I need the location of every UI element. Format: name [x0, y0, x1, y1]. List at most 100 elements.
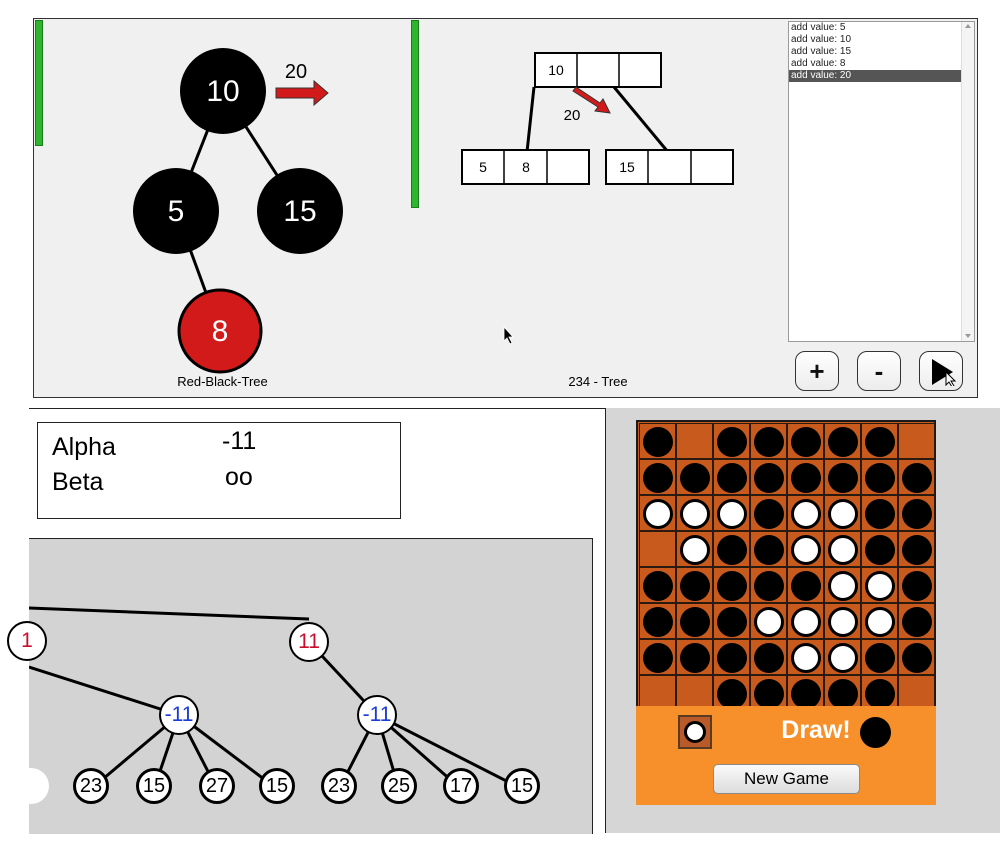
svg-text:8: 8	[212, 315, 229, 348]
board-cell[interactable]	[824, 531, 861, 567]
black-disc	[865, 427, 895, 457]
log-item[interactable]: add value: 20	[789, 70, 974, 82]
board-cell[interactable]	[824, 603, 861, 639]
board-cell[interactable]	[787, 675, 824, 711]
game-tree-node: 11	[289, 622, 329, 662]
board-cell[interactable]	[713, 675, 750, 711]
board-cell[interactable]	[787, 459, 824, 495]
board-cell[interactable]	[824, 567, 861, 603]
board-cell[interactable]	[713, 423, 750, 459]
new-game-button[interactable]: New Game	[713, 764, 860, 794]
rb-tree-panel: 10 5 15 8 20 Red-Black-Tree	[33, 18, 412, 398]
board-cell[interactable]	[898, 531, 935, 567]
board-cell[interactable]	[861, 567, 898, 603]
board-cell[interactable]	[898, 603, 935, 639]
board-cell[interactable]	[750, 567, 787, 603]
board-cell[interactable]	[676, 495, 713, 531]
board-cell[interactable]	[861, 531, 898, 567]
board-cell[interactable]	[639, 423, 676, 459]
board-cell[interactable]	[861, 459, 898, 495]
black-disc	[717, 571, 747, 601]
board-cell[interactable]	[639, 459, 676, 495]
board-cell[interactable]	[787, 639, 824, 675]
board-cell[interactable]	[861, 639, 898, 675]
board-cell[interactable]	[676, 423, 713, 459]
remove-button[interactable]: -	[857, 351, 901, 391]
log-item[interactable]: add value: 10	[791, 34, 852, 45]
board-cell[interactable]	[639, 639, 676, 675]
othello-board[interactable]	[636, 420, 936, 711]
svg-text:15: 15	[283, 195, 316, 228]
play-button[interactable]	[919, 351, 963, 391]
black-disc	[754, 679, 784, 709]
board-cell[interactable]	[824, 423, 861, 459]
board-cell[interactable]	[787, 603, 824, 639]
board-cell[interactable]	[861, 495, 898, 531]
black-disc	[680, 463, 710, 493]
board-cell[interactable]	[713, 459, 750, 495]
alpha-value: -11	[222, 427, 257, 455]
scroll-down-icon[interactable]	[965, 334, 971, 338]
board-cell[interactable]	[750, 639, 787, 675]
game-tree-node: -11	[159, 695, 199, 735]
svg-text:5: 5	[168, 195, 185, 228]
rb-node-8: 8	[177, 288, 263, 374]
board-cell[interactable]	[898, 459, 935, 495]
board-cell[interactable]	[750, 675, 787, 711]
board-cell[interactable]	[824, 675, 861, 711]
board-cell[interactable]	[750, 495, 787, 531]
board-cell[interactable]	[824, 639, 861, 675]
board-cell[interactable]	[824, 495, 861, 531]
board-cell[interactable]	[750, 459, 787, 495]
board-cell[interactable]	[750, 531, 787, 567]
board-cell[interactable]	[639, 495, 676, 531]
tree234-progress-bar	[411, 20, 419, 208]
board-cell[interactable]	[787, 567, 824, 603]
board-cell[interactable]	[713, 639, 750, 675]
log-scrollbar[interactable]	[961, 22, 974, 341]
log-item[interactable]: add value: 5	[791, 22, 846, 33]
game-tree-node: -11	[357, 695, 397, 735]
board-cell[interactable]	[898, 567, 935, 603]
svg-text:15: 15	[619, 159, 635, 175]
black-disc	[902, 571, 932, 601]
board-cell[interactable]	[898, 495, 935, 531]
board-cell[interactable]	[639, 567, 676, 603]
board-cell[interactable]	[713, 531, 750, 567]
board-cell[interactable]	[639, 531, 676, 567]
board-cell[interactable]	[787, 531, 824, 567]
board-cell[interactable]	[861, 423, 898, 459]
game-tree-leaf: 23	[321, 768, 357, 804]
board-cell[interactable]	[676, 531, 713, 567]
board-cell[interactable]	[676, 567, 713, 603]
white-disc	[717, 499, 747, 529]
rb-insert-arrow-icon	[275, 79, 329, 107]
board-cell[interactable]	[713, 567, 750, 603]
black-disc	[680, 643, 710, 673]
board-cell[interactable]	[750, 423, 787, 459]
game-tree-leaf: 15	[504, 768, 540, 804]
board-cell[interactable]	[898, 423, 935, 459]
board-cell[interactable]	[824, 459, 861, 495]
board-cell[interactable]	[787, 423, 824, 459]
board-cell[interactable]	[639, 603, 676, 639]
board-cell[interactable]	[676, 603, 713, 639]
board-cell[interactable]	[898, 639, 935, 675]
board-cell[interactable]	[787, 495, 824, 531]
black-disc	[717, 679, 747, 709]
board-cell[interactable]	[861, 675, 898, 711]
add-button[interactable]: +	[795, 351, 839, 391]
board-cell[interactable]	[713, 603, 750, 639]
board-cell[interactable]	[713, 495, 750, 531]
scroll-up-icon[interactable]	[965, 24, 971, 28]
tree234-panel: 10 5 8 15 20 234 - Tree	[410, 18, 788, 398]
board-cell[interactable]	[861, 603, 898, 639]
board-cell[interactable]	[676, 459, 713, 495]
log-item[interactable]: add value: 15	[791, 46, 852, 57]
black-disc	[680, 571, 710, 601]
log-item[interactable]: add value: 8	[791, 58, 846, 69]
board-cell[interactable]	[750, 603, 787, 639]
board-cell[interactable]	[676, 639, 713, 675]
tree234-insert-arrow-icon	[572, 86, 611, 114]
